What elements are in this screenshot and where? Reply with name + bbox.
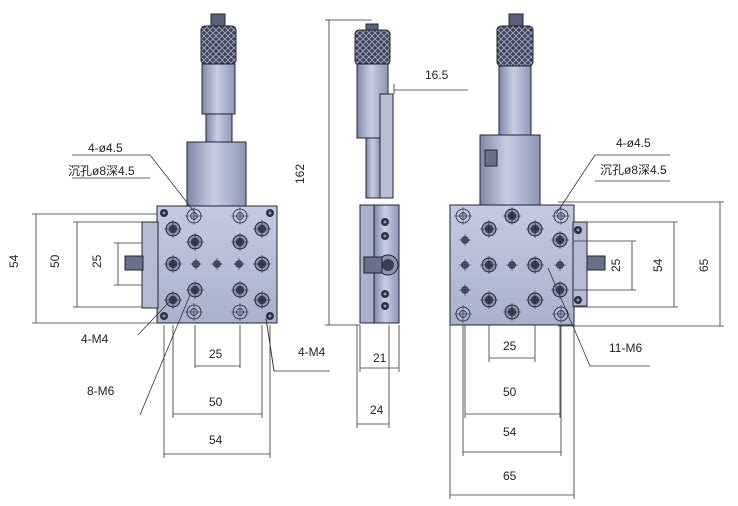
rear-dim-width-outer2: 65 <box>503 469 517 483</box>
rear-width-dims <box>449 325 575 499</box>
micrometer-thimble <box>201 63 236 115</box>
micrometer-knob <box>200 25 237 65</box>
side-lock-knob-center <box>382 259 394 271</box>
stage-body <box>186 141 247 208</box>
side-lock-screw <box>363 256 383 274</box>
rear-dim-height-mid: 54 <box>651 258 665 272</box>
rear-leaders <box>547 154 670 367</box>
rear-body <box>479 134 541 208</box>
micrometer-sleeve <box>205 113 233 145</box>
front-label-hole-b: 沉孔ø8深4.5 <box>68 164 135 178</box>
front-label-m4-left: 4-M4 <box>81 332 109 346</box>
front-dim-height-outer: 54 <box>7 254 21 268</box>
side-micrometer-knob <box>354 29 391 66</box>
rear-dim-width-outer1: 54 <box>503 425 517 439</box>
rear-micrometer-knob <box>496 25 534 67</box>
front-leaders <box>72 154 330 416</box>
front-dim-width-mid: 50 <box>209 395 223 409</box>
side-dim-width-outer: 24 <box>370 403 384 417</box>
front-view: 54 50 25 25 50 54 4-ø4.5 沉孔ø8深4.5 4-M4 8… <box>7 13 330 458</box>
rear-dim-height-inner: 25 <box>609 258 623 272</box>
front-dim-height-mid: 50 <box>48 254 62 268</box>
side-dims <box>325 19 468 428</box>
rear-height-dims <box>558 201 724 327</box>
rear-label-hole-b: 沉孔ø8深4.5 <box>600 163 667 177</box>
side-dim-total-height: 162 <box>293 164 307 184</box>
rear-view: 25 54 65 25 50 54 65 4-ø4.5 沉孔ø8深4.5 11-… <box>449 13 724 499</box>
rear-clamp <box>484 149 498 167</box>
side-dim-width-inner: 21 <box>373 351 387 365</box>
rear-lock-screw <box>586 255 606 271</box>
front-dim-width-outer: 54 <box>209 433 223 447</box>
lock-screw <box>124 255 144 271</box>
side-bracket <box>379 93 394 199</box>
front-dim-width-inner: 25 <box>209 347 223 361</box>
rear-dim-height-outer: 65 <box>697 258 711 272</box>
front-dim-height-inner: 25 <box>90 254 104 268</box>
rear-micrometer-thimble <box>498 65 532 137</box>
rear-dim-width-inner: 25 <box>503 339 517 353</box>
front-label-m4-right: 4-M4 <box>298 345 326 359</box>
side-view: 16.5 162 21 24 <box>293 19 468 428</box>
rear-dim-width-mid: 50 <box>503 385 517 399</box>
side-dim-offset: 16.5 <box>425 68 449 82</box>
rear-label-m6: 11-M6 <box>609 341 642 355</box>
rear-lock-tab <box>572 221 588 307</box>
lock-tab <box>141 221 159 309</box>
front-label-m6: 8-M6 <box>87 384 115 398</box>
front-label-hole-a: 4-ø4.5 <box>88 141 123 155</box>
front-height-dims <box>32 213 157 324</box>
front-width-dims <box>163 325 271 458</box>
side-spindle <box>365 137 381 199</box>
rear-label-hole-a: 4-ø4.5 <box>616 136 651 150</box>
